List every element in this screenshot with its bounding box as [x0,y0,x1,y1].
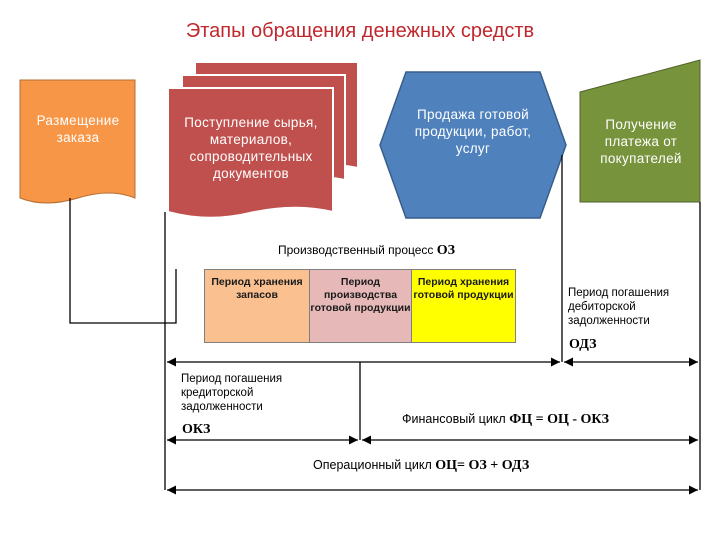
supply-label: Поступление сырья, материалов, сопроводи… [184,115,318,181]
production-process-text: Производственный процесс [278,243,434,257]
payment-label: Получение платежа от покупателей [600,117,682,166]
connector-order [69,198,177,324]
sale-label: Продажа готовой продукции, работ, услуг [414,107,532,156]
receivables-label: Период погашения дебиторской задолженнос… [568,287,670,327]
order-shape [19,79,136,204]
period-finished-goods-storage: Период хранения готовой продукции [411,269,516,343]
financial-cycle-formula: ФЦ = ОЦ - ОКЗ [509,412,609,427]
operating-cycle-formula: ОЦ= ОЗ + ОДЗ [435,458,530,473]
order-label: Размещение заказа [36,113,120,145]
supply-doc-front [167,87,334,219]
payables-label: Период погашения кредиторской задолженно… [181,373,283,413]
operating-cycle-label: Операционный цикл ОЦ= ОЗ + ОДЗ [313,458,643,473]
financial-cycle-text: Финансовый цикл [402,412,506,426]
production-process-abbr: ОЗ [436,243,456,258]
receivables-abbr: ОДЗ [569,337,597,352]
sale-shape [379,71,567,219]
page-title: Этапы обращения денежных средств [185,20,535,42]
payables-abbr: ОКЗ [182,422,211,437]
financial-cycle-label: Финансовый цикл ФЦ = ОЦ - ОКЗ [402,412,702,427]
production-process-label: Производственный процесс ОЗ [278,243,538,258]
operating-cycle-text: Операционный цикл [313,458,432,472]
period-production: Период производства готовой продукции [309,269,412,343]
period-inventory-storage: Период хранения запасов [204,269,310,343]
